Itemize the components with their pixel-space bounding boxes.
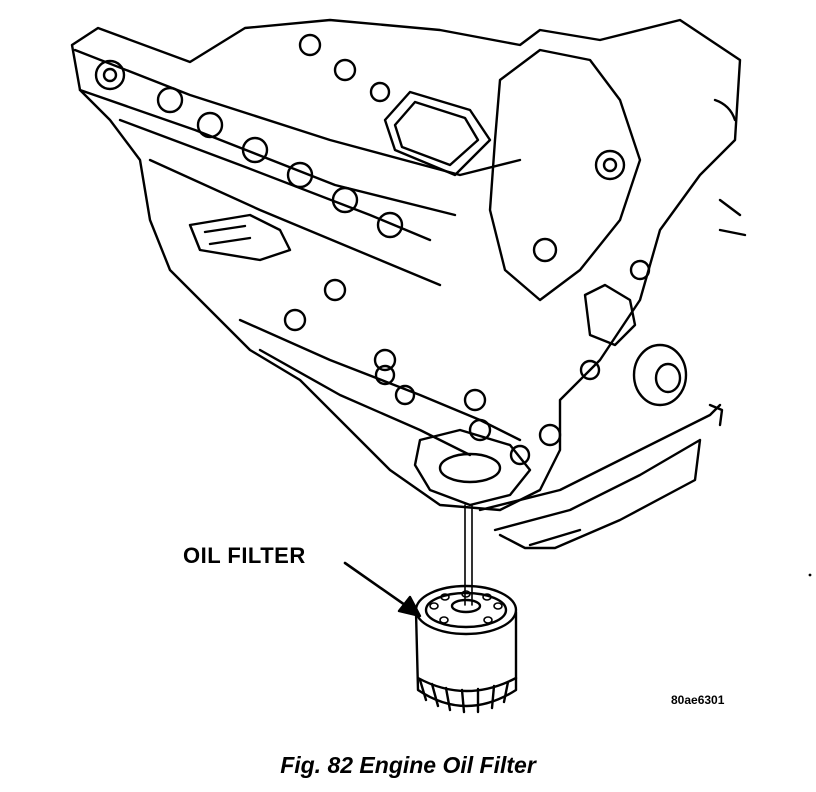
access-plate xyxy=(383,90,492,177)
callout-arrow xyxy=(343,561,422,618)
figure-id: 80ae6301 xyxy=(671,693,725,707)
lower-bolts xyxy=(283,278,601,466)
lower-block xyxy=(238,318,522,457)
filter-top-holes xyxy=(429,590,503,624)
bracket xyxy=(583,283,637,347)
figure-caption: Fig. 82 Engine Oil Filter xyxy=(280,752,536,778)
engine-block xyxy=(70,18,747,550)
sensor-connector xyxy=(188,213,292,262)
crank-boss xyxy=(632,343,688,407)
rail-bosses xyxy=(94,33,404,239)
oil-filter-canister xyxy=(414,584,518,714)
oil-filter-callout-label: OIL FILTER xyxy=(183,543,306,568)
cylinder-head xyxy=(73,48,522,217)
oil-pan-rail xyxy=(478,403,722,550)
engine-outline xyxy=(70,18,742,512)
filter-mount xyxy=(413,428,532,507)
timing-cover xyxy=(488,48,642,302)
mount-alignment-line xyxy=(464,504,473,606)
filter-flutes xyxy=(418,678,510,714)
